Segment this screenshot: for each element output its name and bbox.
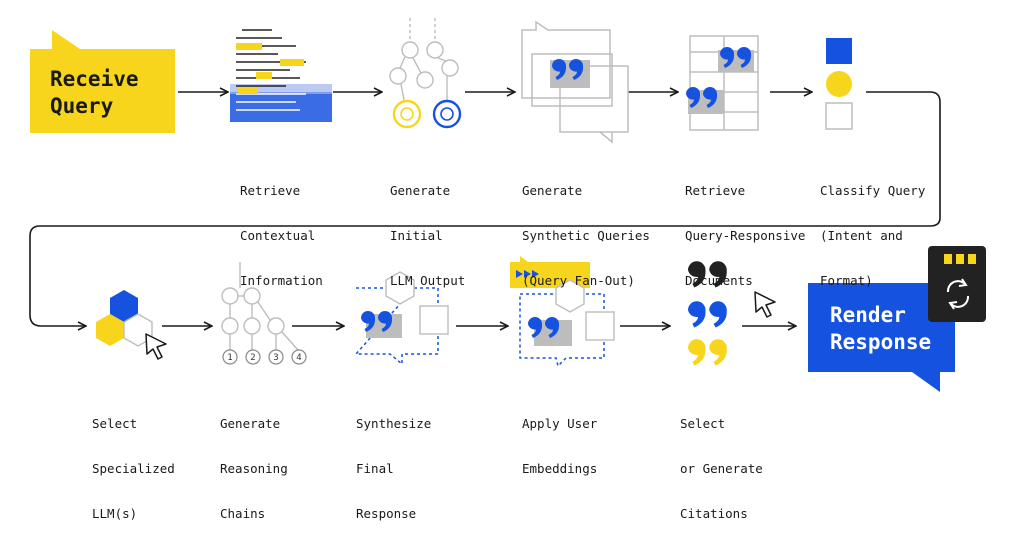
device-card [928,246,986,322]
step-label-line: Final [356,461,394,476]
receive-query-line1: Receive [50,67,139,91]
step-user-embeddings: Apply User Embeddings [522,386,597,491]
cursor-icon [145,333,167,360]
diagram-stage: 1 2 3 4 [29,18,986,521]
query-fanout-quote [550,59,590,88]
synthesize-icon [354,271,449,366]
row1-connectors [29,91,941,326]
step-select-llm: Select Specialized LLM(s) [92,386,175,536]
step-label-line: Chains [220,506,266,521]
render-response-bubble [808,283,955,392]
hexagon-cluster-icon [96,290,153,347]
step-label-line: LLM Output [390,273,466,288]
reasoning-node-circles [222,349,307,365]
step-synthesize: Synthesize Final Response [356,386,431,536]
step-citations: Select or Generate Citations [680,386,763,536]
receive-query-label: Receive Query [50,66,139,120]
step-label-line: Select [92,416,138,431]
step-label-line: Select [680,416,726,431]
query-fanout-icon [521,20,629,144]
wrap-connector [29,91,941,326]
step-label-line: Synthesize [356,416,432,431]
render-response-line2: Response [830,330,932,354]
step-label-line: Information [240,273,323,288]
reasoning-node-1: 1 [227,353,232,363]
render-response-label: Render Response [830,302,931,356]
step-classify-query: Classify Query (Intent and Format) [820,153,925,303]
receive-query-line2: Query [50,94,114,118]
step-generate-initial: Generate Initial LLM Output [390,153,465,303]
step-label-line: Embeddings [522,461,598,476]
step-label-line: Retrieve [685,183,746,198]
refresh-icon [946,278,970,310]
step-label-line: Retrieve [240,183,301,198]
step-label-line: Generate [522,183,583,198]
step-label-line: Specialized [92,461,175,476]
llm-graph-icon [389,18,462,129]
step-label-line: (Query Fan-Out) [522,273,635,288]
reasoning-tree-icon [221,262,299,351]
step-label-line: Documents [685,273,753,288]
step-label-line: Contextual [240,228,316,243]
step-reasoning-chains: Generate Reasoning Chains [220,386,288,536]
reasoning-node-3: 3 [273,353,278,363]
reasoning-node-4: 4 [296,353,301,363]
reasoning-node-labels: 1 2 3 4 [227,353,301,363]
step-label-line: Classify Query [820,183,926,198]
step-label-line: or Generate [680,461,763,476]
step-retrieve-contextual: Retrieve Contextual Information [240,153,323,303]
receive-query-bubble [30,30,175,133]
step-label-line: Query-Responsive [685,228,806,243]
shape-classify-icon [825,38,853,130]
reasoning-node-2: 2 [250,353,255,363]
step-label-line: Generate [390,183,451,198]
step-label-line: Synthetic Queries [522,228,650,243]
step-generate-synthetic: Generate Synthetic Queries (Query Fan-Ou… [522,153,650,303]
step-label-line: (Intent and [820,228,903,243]
document-lines-icon [230,29,332,122]
step-label-line: Citations [680,506,748,521]
step-retrieve-documents: Retrieve Query-Responsive Documents [685,153,805,303]
document-grid-icon [686,35,759,131]
step-label-line: Initial [390,228,443,243]
step-label-line: Reasoning [220,461,288,476]
step-label-line: Response [356,506,417,521]
render-response-line1: Render [830,303,906,327]
embeddings-icon [510,256,615,368]
step-label-line: Generate [220,416,281,431]
step-label-line: Apply User [522,416,598,431]
step-label-line: Format) [820,273,873,288]
cursor-icon-2 [754,291,776,318]
step-label-line: LLM(s) [92,506,138,521]
pipeline-diagram: 1 2 3 4 [29,18,986,392]
